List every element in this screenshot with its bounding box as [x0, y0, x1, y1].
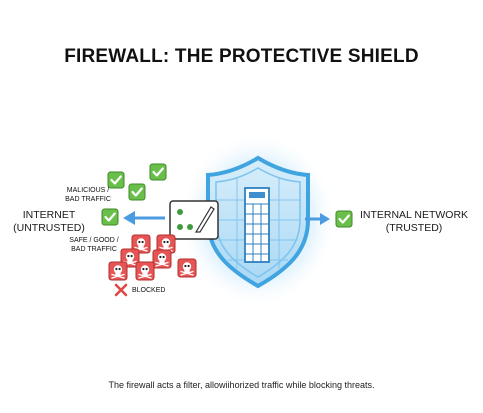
- internal-network-line1: INTERNAL NETWORK: [359, 209, 469, 221]
- skull-icon: [135, 261, 155, 281]
- skull-icon: [152, 249, 172, 269]
- check-icon: [148, 162, 168, 182]
- caption: The firewall acts a filter, allowiihoriz…: [108, 380, 375, 390]
- internet-label: INTERNET (UNTRUSTED): [6, 209, 92, 235]
- malicious-label-line1: MALICIOUS /: [66, 187, 110, 194]
- internet-label-line1: INTERNET: [22, 209, 76, 221]
- check-icon: [100, 207, 120, 227]
- internal-network-line2: (TRUSTED): [385, 222, 443, 234]
- safe-label-line1: SAFE / GOOD /: [69, 237, 119, 244]
- internal-network-label: INTERNAL NETWORK (TRUSTED): [354, 209, 474, 235]
- malicious-traffic-label: MALICIOUS / BAD TRAFFIC: [60, 186, 116, 204]
- check-icon: [127, 182, 147, 202]
- malicious-label-line2: BAD TRAFFIC: [65, 196, 111, 203]
- page-title: FIREWALL: THE PROTECTIVE SHIELD: [64, 46, 419, 67]
- server-icon: [244, 187, 270, 263]
- skull-icon: [108, 261, 128, 281]
- filter-device: [169, 200, 219, 240]
- safe-label-line2: BAD TRAFFIC: [71, 246, 117, 253]
- arrow-left-icon: [123, 211, 165, 225]
- safe-traffic-label: SAFE / GOOD / BAD TRAFFIC: [64, 236, 124, 254]
- skull-icon: [177, 258, 197, 278]
- x-icon: [114, 283, 128, 297]
- check-icon: [334, 209, 354, 229]
- arrow-right-icon: [305, 213, 330, 225]
- internet-label-line2: (UNTRUSTED): [13, 222, 85, 234]
- blocked-label: BLOCKED: [132, 287, 166, 294]
